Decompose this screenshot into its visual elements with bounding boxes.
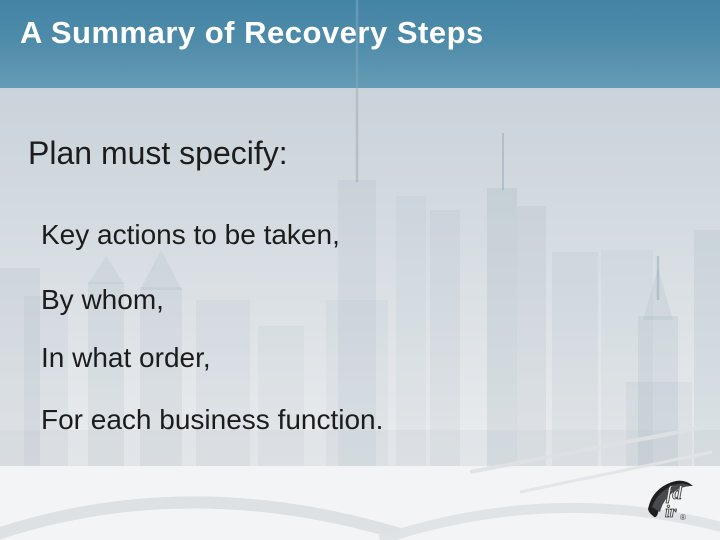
bullet-point-2: By whom, xyxy=(41,284,164,315)
logo-letters-top: fd xyxy=(666,483,682,504)
slide-title: A Summary of Recovery Steps xyxy=(20,15,484,50)
registered-trademark-icon: ® xyxy=(680,513,686,522)
intro-text: Plan must specify: xyxy=(28,135,288,171)
title-bar xyxy=(0,0,720,88)
umbrella-logo-icon: fd ir ® xyxy=(648,480,693,522)
bullet-point-3: In what order, xyxy=(41,342,211,373)
company-logo: fd ir ® xyxy=(646,477,698,527)
logo-letters-bottom: ir xyxy=(665,502,677,521)
bullet-point-4: For each business function. xyxy=(41,404,384,435)
bullet-point-1: Key actions to be taken, xyxy=(41,219,340,250)
